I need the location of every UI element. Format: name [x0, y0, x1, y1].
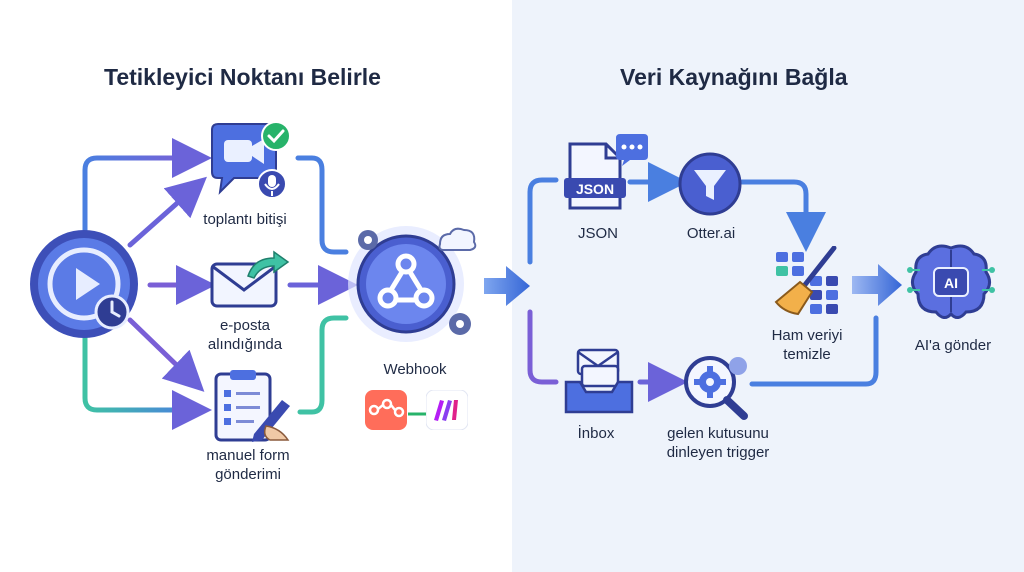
- wire-listener-clean: [749, 315, 879, 387]
- listener-label-line2: dinleyen trigger: [666, 444, 770, 461]
- n8n-logo-icon: [365, 390, 407, 435]
- listener-label-line1: gelen kutusunu: [667, 425, 769, 442]
- wire-source-form-diag: [127, 317, 205, 392]
- otter-label: Otter.ai: [686, 225, 736, 242]
- wire-source-form-bottom: [82, 332, 212, 430]
- gear-magnifier-icon: [678, 352, 754, 427]
- wire-otter-clean: [739, 179, 826, 252]
- form-trigger-label-line1: manuel form: [206, 447, 290, 464]
- email-trigger-label: e-posta alındığında: [190, 316, 300, 354]
- ai-label: AI'a gönder: [914, 337, 992, 354]
- ai-brain-icon: [906, 240, 996, 329]
- json-badge-text: JSON: [575, 181, 615, 197]
- email-forward-icon: [208, 250, 292, 315]
- clean-label: Ham veriyi temizle: [752, 326, 862, 364]
- inbox-label: İnbox: [577, 425, 615, 442]
- funnel-filter-icon: [676, 150, 744, 223]
- wire-meeting-hub: [295, 155, 349, 255]
- json-label: JSON: [577, 225, 618, 242]
- wire-source-meeting-diag: [127, 176, 207, 248]
- form-trigger-label: manuel form gönderimi: [190, 446, 306, 484]
- video-call-icon: [206, 120, 296, 209]
- meeting-trigger-label: toplantı bitişi: [203, 211, 287, 228]
- email-trigger-label-line1: e-posta: [219, 317, 271, 334]
- make-logo-icon: [425, 389, 469, 435]
- clipboard-form-icon: [210, 368, 294, 449]
- wire-split-json: [527, 177, 559, 265]
- clean-label-line1: Ham veriyi: [771, 327, 843, 344]
- wire-form-hub: [297, 315, 349, 415]
- arrow-to-ai-icon: [852, 262, 904, 313]
- json-file-icon: [560, 134, 650, 219]
- broom-grid-icon: [770, 245, 850, 323]
- right-panel-title: Veri Kaynağını Bağla: [620, 64, 848, 90]
- left-panel-title: Tetikleyici Noktanı Belirle: [104, 64, 381, 90]
- webhook-label: Webhook: [383, 361, 447, 378]
- ai-badge-text: AI: [944, 275, 958, 291]
- wire-split-inbox: [527, 309, 559, 385]
- video-clock-icon: [28, 228, 140, 345]
- big-right-arrow-icon: [484, 262, 532, 315]
- listener-label: gelen kutusunu dinleyen trigger: [650, 424, 786, 462]
- email-trigger-label-line2: alındığında: [207, 336, 283, 353]
- wire-source-meeting-top: [82, 138, 212, 233]
- link-connector-icon: [408, 406, 428, 424]
- webhook-hub-icon: [344, 220, 480, 351]
- clean-label-line2: temizle: [783, 346, 831, 363]
- inbox-tray-icon: [562, 346, 636, 423]
- form-trigger-label-line2: gönderimi: [215, 466, 281, 483]
